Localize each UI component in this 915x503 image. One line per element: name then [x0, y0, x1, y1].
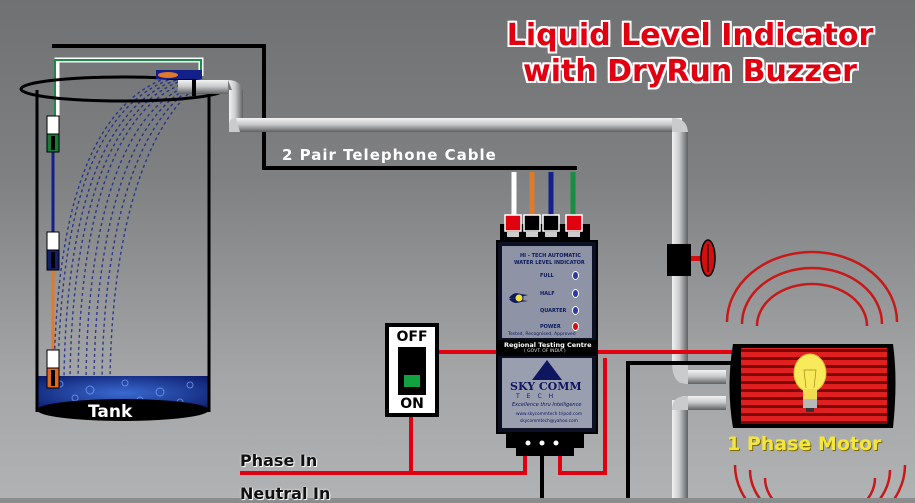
brand-plate: SKY COMM TECH Excellence thru Intelligen…	[502, 358, 592, 428]
controller-heading-1: HI - TECH AUTOMATIC	[520, 253, 581, 259]
brand-emblem-icon	[532, 360, 562, 380]
motor-label: 1 Phase Motor	[727, 433, 882, 455]
controller-faceplate: HI - TECH AUTOMATIC WATER LEVEL INDICATO…	[502, 246, 592, 338]
cable-label: 2 Pair Telephone Cable	[282, 146, 497, 164]
sensor-half	[46, 231, 60, 271]
brand-website: www.skycommtech.tripod.com	[516, 412, 583, 417]
testing-centre-band: Regional Testing Centre ( GOVT. OF INDIA…	[498, 340, 596, 356]
indicator-full-label: FULL	[540, 273, 554, 279]
indicator-half-led	[572, 289, 579, 298]
tank-base	[37, 399, 209, 421]
telephone-cable-wires	[511, 172, 576, 216]
cert-line-1: Tested, Recognised, Approved	[508, 332, 576, 337]
sensor-full	[46, 115, 60, 153]
sensor-quarter	[46, 349, 60, 389]
indicator-power-led	[572, 322, 579, 331]
band-title: Regional Testing Centre	[504, 341, 592, 349]
controller-terminals	[506, 430, 584, 456]
terminal-block	[500, 214, 590, 244]
brand-email: skycommtech@yahoo.com	[520, 419, 578, 424]
switch-knob[interactable]	[404, 375, 420, 387]
level-controller: HI - TECH AUTOMATIC WATER LEVEL INDICATO…	[496, 240, 598, 434]
valve[interactable]	[667, 239, 716, 277]
brand-sub: TECH	[516, 393, 561, 400]
indicator-power-label: POWER	[540, 324, 561, 330]
switch-off-label: OFF	[396, 329, 428, 345]
switch-slot	[398, 347, 426, 395]
neutral-in-label: Neutral In	[240, 484, 331, 503]
buzzer-sound-waves	[725, 250, 907, 498]
water-stream	[53, 75, 189, 381]
indicator-quarter-label: QUARTER	[540, 308, 567, 314]
switch-on-label: ON	[400, 396, 424, 412]
brand-name: SKY COMM	[510, 380, 582, 393]
motor	[729, 344, 896, 428]
sensor-wire-green	[54, 59, 202, 118]
indicator-full-led	[572, 271, 579, 280]
title-line-2: with DryRun Buzzer	[523, 54, 857, 89]
hand-logo-icon	[508, 290, 530, 304]
power-switch[interactable]: OFF ON	[385, 323, 439, 417]
controller-heading-2: WATER LEVEL INDICATOR	[514, 260, 585, 266]
phase-in-label: Phase In	[240, 451, 318, 470]
indicator-quarter-led	[572, 306, 579, 315]
inlet-pipe	[156, 70, 726, 498]
tank-label: Tank	[88, 402, 133, 422]
bulb-icon	[793, 353, 827, 412]
cable-sheath	[52, 44, 577, 170]
band-subtitle: ( GOVT. OF INDIA )	[524, 349, 566, 354]
indicator-half-label: HALF	[540, 291, 555, 297]
brand-tagline: Excellence thru Intelligence	[512, 402, 582, 408]
title-line-1: Liquid Level Indicator	[506, 18, 874, 53]
